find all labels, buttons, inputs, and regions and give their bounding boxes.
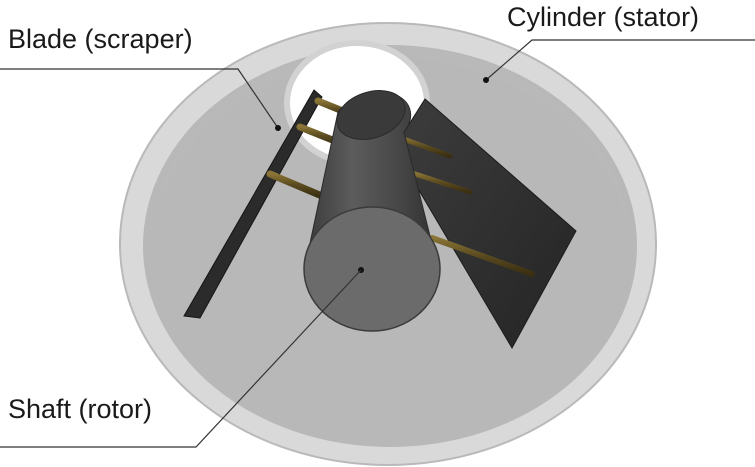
cylinder-label: Cylinder (stator) <box>507 2 700 32</box>
rod-right-bottom <box>429 235 535 277</box>
leader-lines <box>0 39 755 448</box>
shaft-label: Shaft (rotor) <box>8 394 153 424</box>
left-blade <box>183 89 323 319</box>
shaft-end-face <box>303 206 441 332</box>
rod-right-middle <box>409 170 473 195</box>
blade-leader-dot <box>275 125 281 131</box>
cylinder-leader-line <box>485 39 755 81</box>
cylinder-leader-dot <box>483 77 489 83</box>
rod-left-bottom <box>266 170 326 200</box>
rod-right-top <box>395 134 453 159</box>
shaft-leader-line <box>0 269 362 448</box>
blade-label: Blade (scraper) <box>8 24 193 54</box>
shaft-far-end <box>336 90 406 140</box>
blade-leader-line <box>0 68 279 129</box>
